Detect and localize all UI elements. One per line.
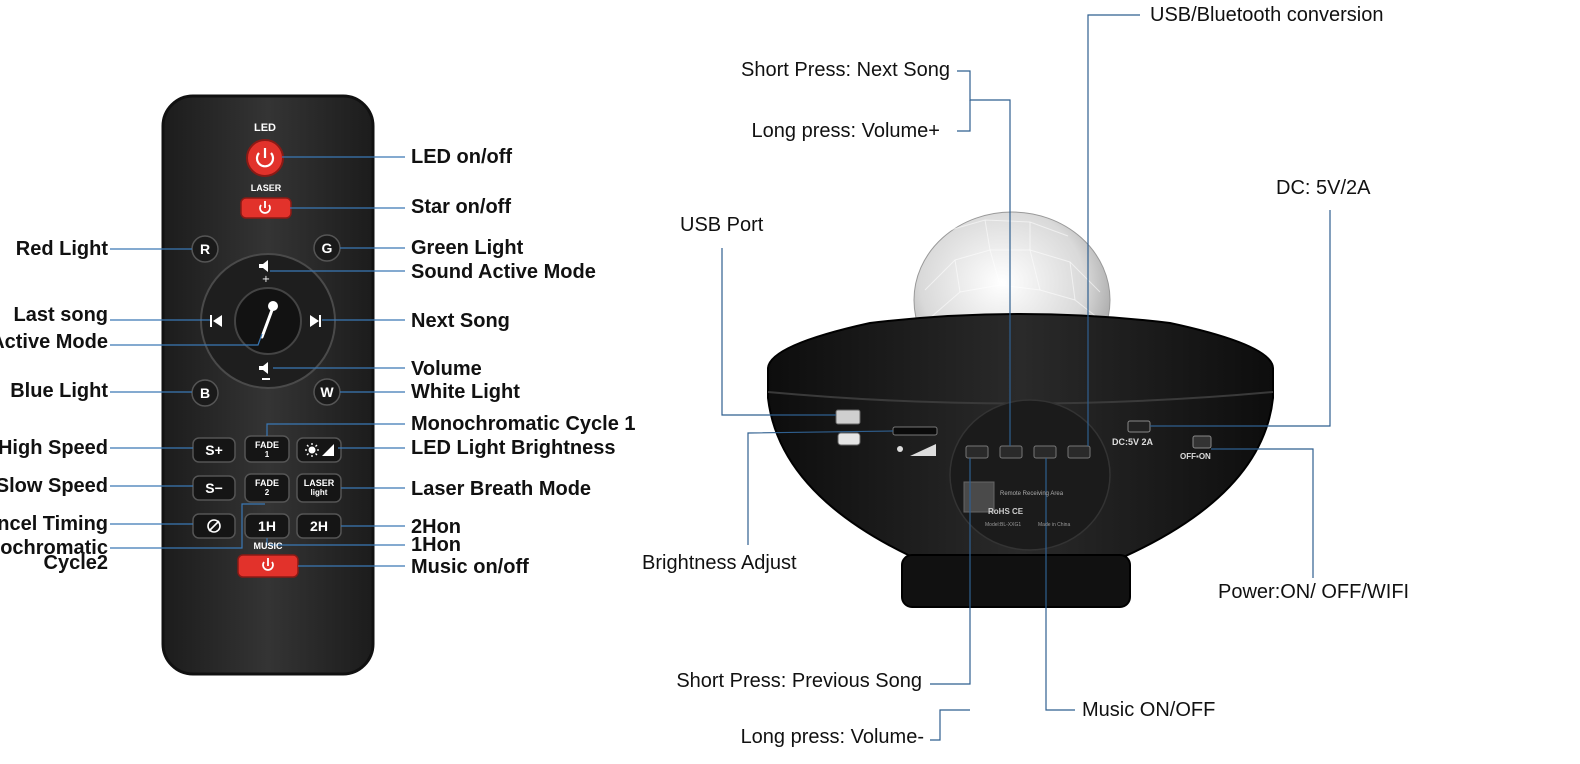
prev-volume-button[interactable] [965, 445, 989, 459]
label-blue-light: Blue Light [10, 380, 108, 402]
projector-leader-lines [721, 14, 1331, 741]
remote-leader-lines [110, 156, 405, 567]
laser-light-key-label-top: LASER [303, 478, 335, 488]
label-last-song: Last song [13, 304, 108, 326]
label-1hon: 1Hon [411, 534, 461, 556]
previous-track-icon [210, 315, 222, 327]
label-led-brightness: LED Light Brightness [411, 437, 616, 459]
dc-mark: DC:5V 2A [1112, 437, 1154, 447]
label-laser-breath: Laser Breath Mode [411, 478, 592, 500]
model-text: Model:BL-XXG1 [985, 522, 1022, 528]
timer-2h-key-label: 2H [310, 518, 328, 534]
label-cancel-timing: ncel Timing [0, 513, 108, 535]
next-volume-button[interactable] [999, 445, 1023, 459]
laser-key-label: LASER [250, 183, 282, 193]
label-mono-cycle1: Monochromatic Cycle 1 [411, 413, 636, 435]
label-brightness: Brightness Adjust [642, 552, 797, 574]
cert-text: RoHS CE [988, 507, 1024, 516]
svg-text:+: + [262, 274, 270, 285]
star-projector [767, 211, 1274, 608]
speed-up-key[interactable] [192, 437, 236, 463]
label-short-next: Short Press: Next Song [741, 59, 950, 81]
label-green-light: Green Light [411, 237, 524, 259]
cancel-timer-icon [207, 519, 221, 533]
label-slow-speed: Slow Speed [0, 475, 108, 497]
label-music-onoff-proj: Music ON/OFF [1082, 699, 1216, 721]
dc-jack[interactable] [1127, 420, 1151, 433]
s-minus-key-label: S− [205, 480, 223, 496]
made-text: Made in China [1038, 522, 1071, 528]
label-white-light: White Light [411, 381, 520, 403]
s-plus-key-label: S+ [205, 442, 223, 458]
label-mono-cycle2-top: ochromatic [0, 537, 108, 559]
laser-light-key-label-bottom: light [310, 488, 328, 497]
control-panel [949, 399, 1111, 551]
fade1-key-label-num: 1 [264, 450, 270, 459]
power-icon [262, 558, 274, 571]
next-track-icon [310, 315, 321, 327]
led-key-label: LED [254, 122, 276, 134]
receiver-window [963, 481, 995, 513]
speed-down-key[interactable] [192, 475, 236, 501]
projector-base [901, 554, 1131, 608]
timer-1h-key-label: 1H [258, 518, 276, 534]
b-key-label: B [199, 385, 211, 401]
label-short-prev: Short Press: Previous Song [676, 670, 922, 692]
label-2hon: 2Hon [411, 516, 461, 538]
brightness-slider-icon [897, 444, 936, 456]
fade2-key-label-top: FADE [254, 478, 279, 488]
blue-light-key[interactable] [191, 379, 219, 407]
laser-power-key[interactable] [240, 197, 292, 219]
fade2-key[interactable] [244, 473, 290, 503]
label-led-onoff: LED on/off [411, 146, 513, 168]
label-volume: Volume [411, 358, 482, 380]
switch-mark: OFF▪ON [1180, 452, 1211, 461]
remote-control: + [161, 94, 375, 676]
volume-up-icon: + [259, 260, 270, 285]
label-long-vol-minus: Long press: Volume- [740, 726, 924, 748]
label-sound-active: Sound Active Mode [411, 261, 596, 283]
label-usb-port: USB Port [680, 214, 764, 236]
label-star-onoff: Star on/off [411, 196, 511, 218]
label-mono-cycle2-bottom: Cycle2 [43, 552, 109, 574]
label-high-speed: High Speed [0, 437, 108, 459]
power-switch[interactable] [1192, 435, 1212, 449]
usb-port[interactable] [835, 409, 861, 425]
power-icon [255, 148, 275, 168]
brightness-icon [305, 443, 334, 457]
receiving-area-text: Remote Receiving Area [1000, 491, 1064, 497]
label-active-mode: Active Mode [0, 331, 108, 353]
fade1-key-label-top: FADE [254, 440, 279, 450]
w-key-label: W [320, 384, 334, 400]
music-button[interactable] [1033, 445, 1057, 459]
music-key-label: MUSIC [253, 541, 283, 551]
r-key-label: R [199, 241, 211, 257]
label-dc: DC: 5V/2A [1276, 177, 1371, 199]
power-icon [259, 201, 271, 214]
brightness-slider[interactable] [892, 426, 938, 436]
label-usb-bt: USB/Bluetooth conversion [1150, 4, 1384, 26]
label-long-vol-plus: Long press: Volume+ [751, 120, 940, 142]
microphone-icon [260, 301, 278, 339]
g-key-label: G [321, 240, 333, 256]
usb-port-secondary [837, 432, 861, 446]
label-music-onoff: Music on/off [411, 556, 529, 578]
mode-button[interactable] [1067, 445, 1091, 459]
volume-down-icon [259, 362, 270, 380]
label-power: Power:ON/ OFF/WIFI [1218, 581, 1410, 603]
fade2-key-label-num: 2 [264, 488, 270, 497]
label-red-light: Red Light [15, 238, 108, 260]
label-next-song: Next Song [411, 310, 510, 332]
